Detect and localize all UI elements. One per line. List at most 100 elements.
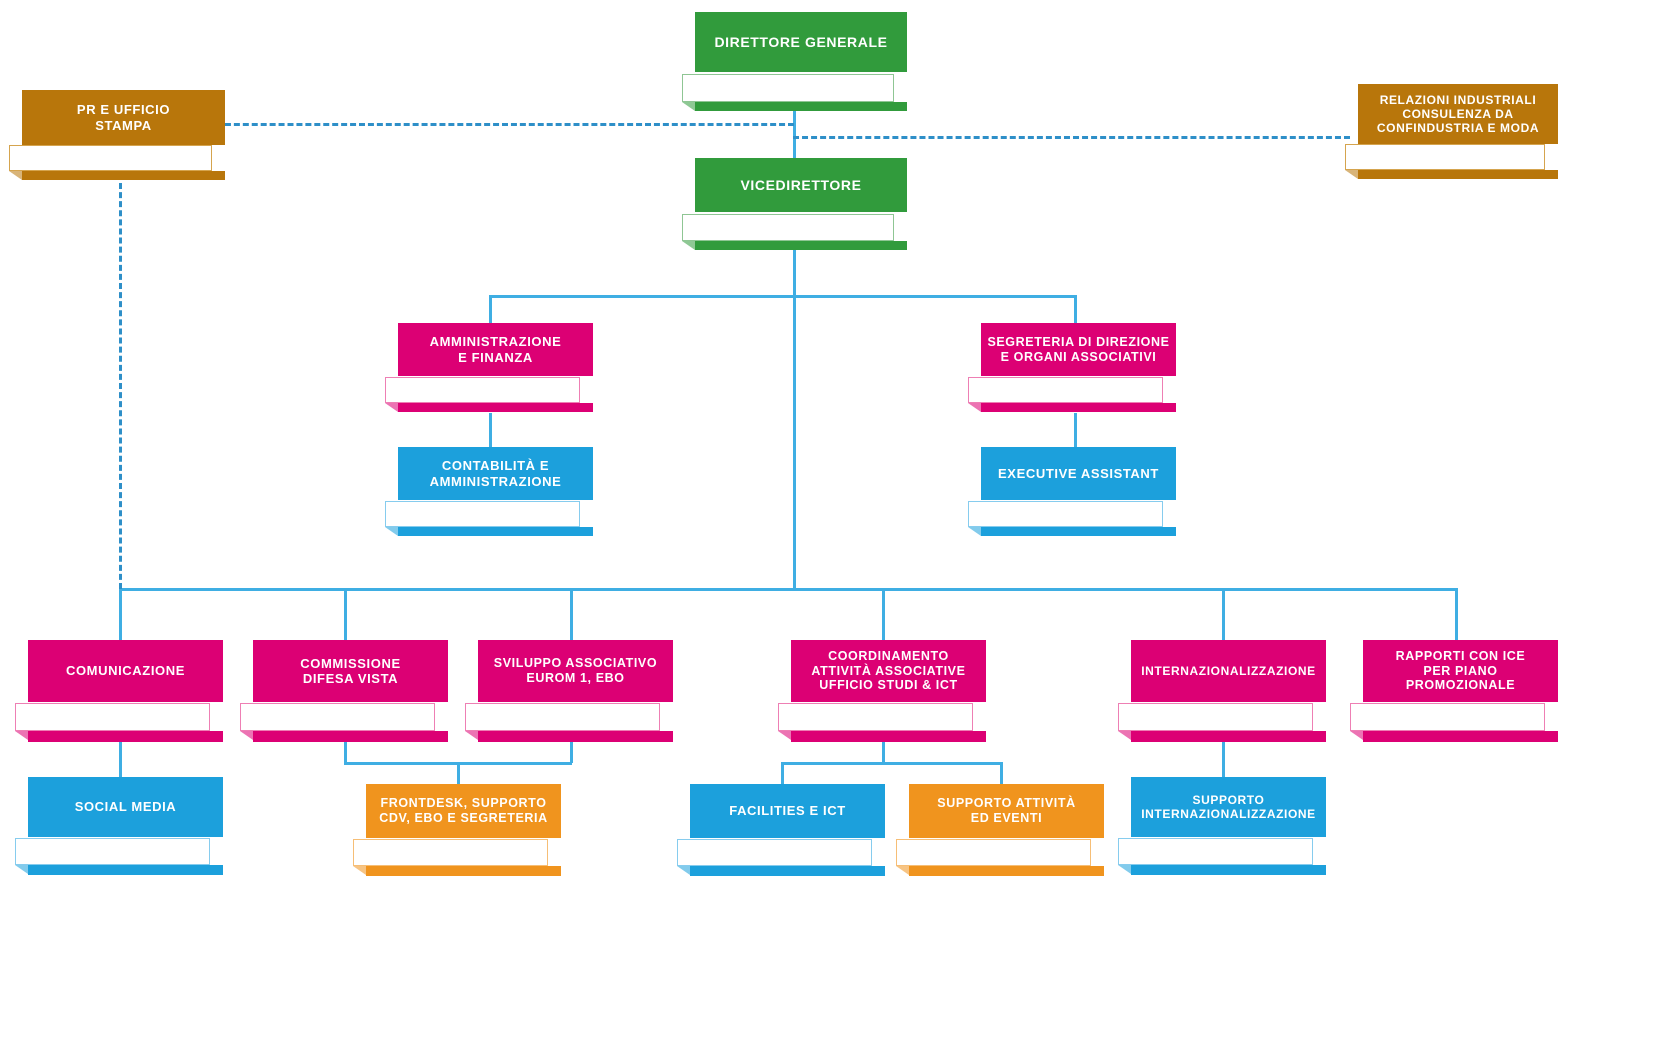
node-pr-ufficio-stampa[interactable]: PR E UFFICIO STAMPA [9,90,225,182]
connector-level5-drop-coordinamento [882,588,885,640]
node-label: SVILUPPO ASSOCIATIVO EUROM 1, EBO [478,640,673,702]
node-facilities-ict[interactable]: FACILITIES E ICT [677,784,885,877]
connector-dashed-dg-to-pr [216,123,794,126]
connector-internazionalizzazione-to-supporto [1222,741,1225,777]
node-label: PR E UFFICIO STAMPA [22,90,225,145]
node-label: COMUNICAZIONE [28,640,223,702]
node-social-media[interactable]: SOCIAL MEDIA [15,777,223,877]
node-foot [28,865,223,875]
node-notch [682,241,695,250]
node-foot [1131,731,1326,742]
node-direttore-generale[interactable]: DIRETTORE GENERALE [682,12,907,112]
node-rapporti-ice[interactable]: RAPPORTI CON ICE PER PIANO PROMOZIONALE [1350,640,1558,743]
connector-comunicazione-to-social [119,741,122,777]
node-notch [353,866,366,875]
node-vicedirettore[interactable]: VICEDIRETTORE [682,158,907,251]
node-notch [677,866,690,875]
node-notch [968,403,981,412]
node-foot [981,527,1176,536]
node-notch [15,865,28,874]
connector-bus-coordinamento-children [781,762,1003,765]
connector-coordinamento-drop [882,741,885,763]
node-notch [385,403,398,412]
node-foot [28,731,223,742]
node-label: RELAZIONI INDUSTRIALI CONSULENZA DA CONF… [1358,84,1558,144]
node-ribbon [1118,838,1313,865]
connector-level5-drop-comunicazione [119,588,122,640]
connector-dashed-dg-to-relazioni [793,136,1350,139]
node-notch [9,171,22,180]
node-label: SEGRETERIA DI DIREZIONE E ORGANI ASSOCIA… [981,323,1176,376]
node-notch [896,866,909,875]
node-ribbon [677,839,872,866]
node-frontdesk[interactable]: FRONTDESK, SUPPORTO CDV, EBO E SEGRETERI… [353,784,561,877]
node-ribbon [778,703,973,731]
node-foot [253,731,448,742]
node-supporto-attivita-eventi[interactable]: SUPPORTO ATTIVITÀ ED EVENTI [896,784,1104,877]
connector-dg-to-vicedirettore [793,100,796,160]
node-executive-assistant[interactable]: EXECUTIVE ASSISTANT [968,447,1176,539]
node-ribbon [15,703,210,731]
node-foot [478,731,673,742]
node-label: EXECUTIVE ASSISTANT [981,447,1176,500]
node-notch [240,731,253,740]
node-foot [22,171,225,180]
node-relazioni-industriali[interactable]: RELAZIONI INDUSTRIALI CONSULENZA DA CONF… [1345,84,1558,181]
node-segreteria-direzione[interactable]: SEGRETERIA DI DIREZIONE E ORGANI ASSOCIA… [968,323,1176,415]
node-ribbon [1118,703,1313,731]
node-notch [968,527,981,536]
node-notch [465,731,478,740]
node-foot [1131,865,1326,875]
node-foot [398,403,593,412]
node-label: RAPPORTI CON ICE PER PIANO PROMOZIONALE [1363,640,1558,702]
node-foot [981,403,1176,412]
node-foot [1363,731,1558,742]
node-notch [1350,731,1363,740]
node-notch [1118,731,1131,740]
node-label: COORDINAMENTO ATTIVITÀ ASSOCIATIVE UFFIC… [791,640,986,702]
node-ribbon [682,74,894,102]
node-ribbon [15,838,210,865]
node-ribbon [968,377,1163,403]
node-ribbon [968,501,1163,527]
node-supporto-internazionalizzazione[interactable]: SUPPORTO INTERNAZIONALIZZAZIONE [1118,777,1326,877]
node-notch [778,731,791,740]
node-label: AMMINISTRAZIONE E FINANZA [398,323,593,376]
node-ribbon [465,703,660,731]
node-ribbon [682,214,894,241]
connector-facilities-drop [781,762,784,784]
node-commissione-difesa-vista[interactable]: COMMISSIONE DIFESA VISTA [240,640,448,743]
connector-level5-drop-rapporti-ice [1455,588,1458,640]
node-ribbon [896,839,1091,866]
node-contabilita-amministrazione[interactable]: CONTABILITÀ E AMMINISTRAZIONE [385,447,593,539]
node-coordinamento-attivita[interactable]: COORDINAMENTO ATTIVITÀ ASSOCIATIVE UFFIC… [778,640,986,743]
connector-level5-drop-sviluppo [570,588,573,640]
node-label: DIRETTORE GENERALE [695,12,907,72]
node-foot [1358,170,1558,179]
connector-dashed-pr-to-bus [119,183,122,589]
connector-commissione-drop [344,741,347,763]
connector-frontdesk-stem [457,762,460,784]
connector-sviluppo-drop [570,741,573,763]
node-ribbon [353,839,548,866]
node-comunicazione[interactable]: COMUNICAZIONE [15,640,223,743]
node-ribbon [385,501,580,527]
node-foot [695,102,907,111]
node-ribbon [385,377,580,403]
connector-supporto-eventi-drop [1000,762,1003,784]
connector-level5-drop-commissione [344,588,347,640]
node-internazionalizzazione[interactable]: INTERNAZIONALIZZAZIONE [1118,640,1326,743]
node-label: FRONTDESK, SUPPORTO CDV, EBO E SEGRETERI… [366,784,561,838]
node-amministrazione-finanza[interactable]: AMMINISTRAZIONE E FINANZA [385,323,593,415]
connector-bus-level3-left-drop [489,295,492,325]
connector-segreteria-to-executive [1074,413,1077,448]
node-ribbon [240,703,435,731]
node-ribbon [1345,144,1545,170]
node-foot [909,866,1104,876]
node-sviluppo-associativo[interactable]: SVILUPPO ASSOCIATIVO EUROM 1, EBO [465,640,673,743]
node-label: VICEDIRETTORE [695,158,907,212]
node-ribbon [1350,703,1545,731]
node-notch [15,731,28,740]
node-notch [385,527,398,536]
connector-amministrazione-to-contabilita [489,413,492,448]
